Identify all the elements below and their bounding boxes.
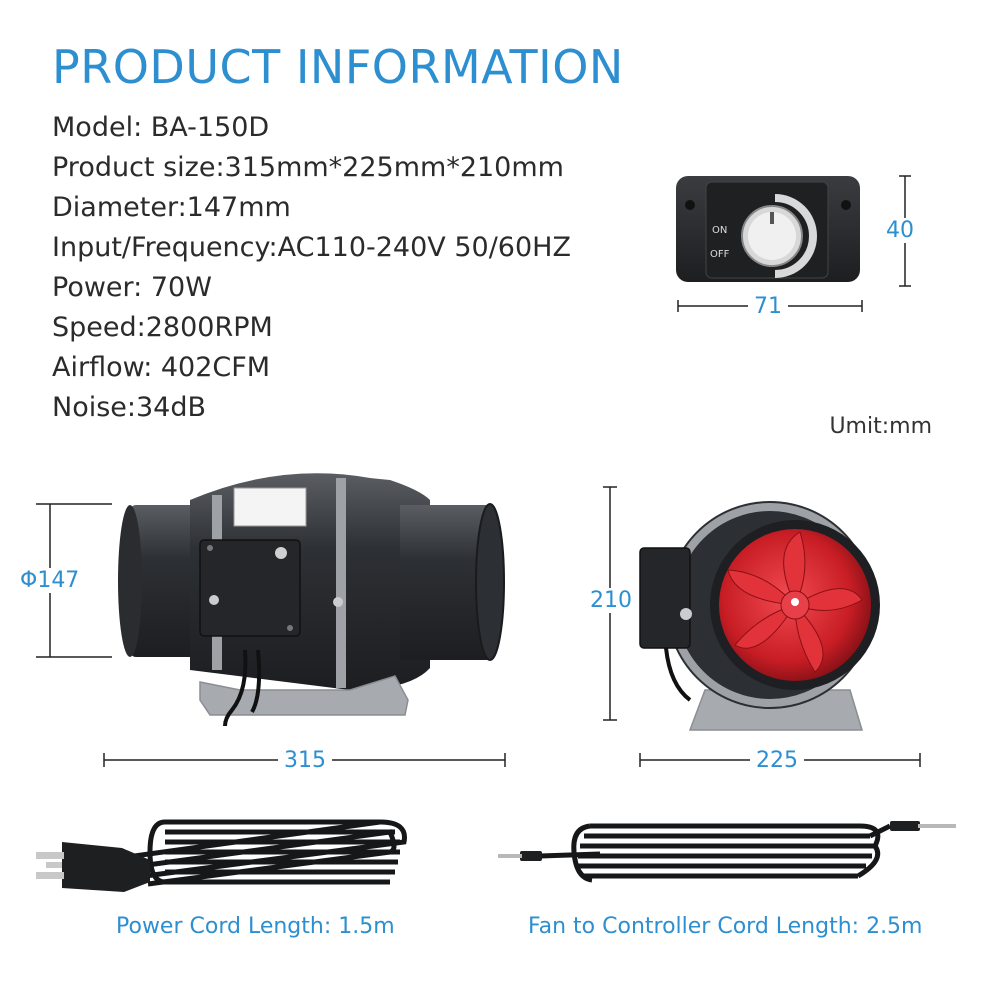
page-title: PRODUCT INFORMATION: [52, 40, 624, 94]
fan-side-view: [118, 473, 505, 727]
spec-product-size: Product size:315mm*225mm*210mm: [52, 152, 564, 183]
controller-height-dimension: 40: [880, 218, 920, 243]
unit-label: Umit:mm: [829, 414, 932, 439]
spec-power: Power: 70W: [52, 272, 212, 303]
fan-height-dimension: 210: [584, 588, 638, 613]
controller-width-dimension: 71: [748, 294, 788, 319]
spec-list: Model: BA-150D Product size:315mm*225mm*…: [52, 108, 571, 428]
controller-off-label: OFF: [710, 249, 730, 260]
fan-diameter-dimension: Φ147: [14, 568, 86, 593]
fan-width-dimension: 225: [750, 748, 804, 773]
spec-input-frequency: Input/Frequency:AC110-240V 50/60HZ: [52, 232, 571, 263]
spec-noise: Noise:34dB: [52, 392, 207, 423]
spec-model: Model: BA-150D: [52, 112, 270, 143]
controller-cord-caption: Fan to Controller Cord Length: 2.5m: [528, 914, 923, 939]
controller-on-label: ON: [712, 225, 727, 236]
fan-front-view: [639, 501, 880, 731]
spec-airflow: Airflow: 402CFM: [52, 352, 271, 383]
power-cord-caption: Power Cord Length: 1.5m: [116, 914, 395, 939]
power-cord: [36, 819, 407, 892]
fan-length-dimension: 315: [278, 748, 332, 773]
spec-speed: Speed:2800RPM: [52, 312, 273, 343]
controller-cord: [498, 821, 956, 883]
spec-diameter: Diameter:147mm: [52, 192, 291, 223]
speed-controller: ON OFF: [676, 176, 860, 282]
